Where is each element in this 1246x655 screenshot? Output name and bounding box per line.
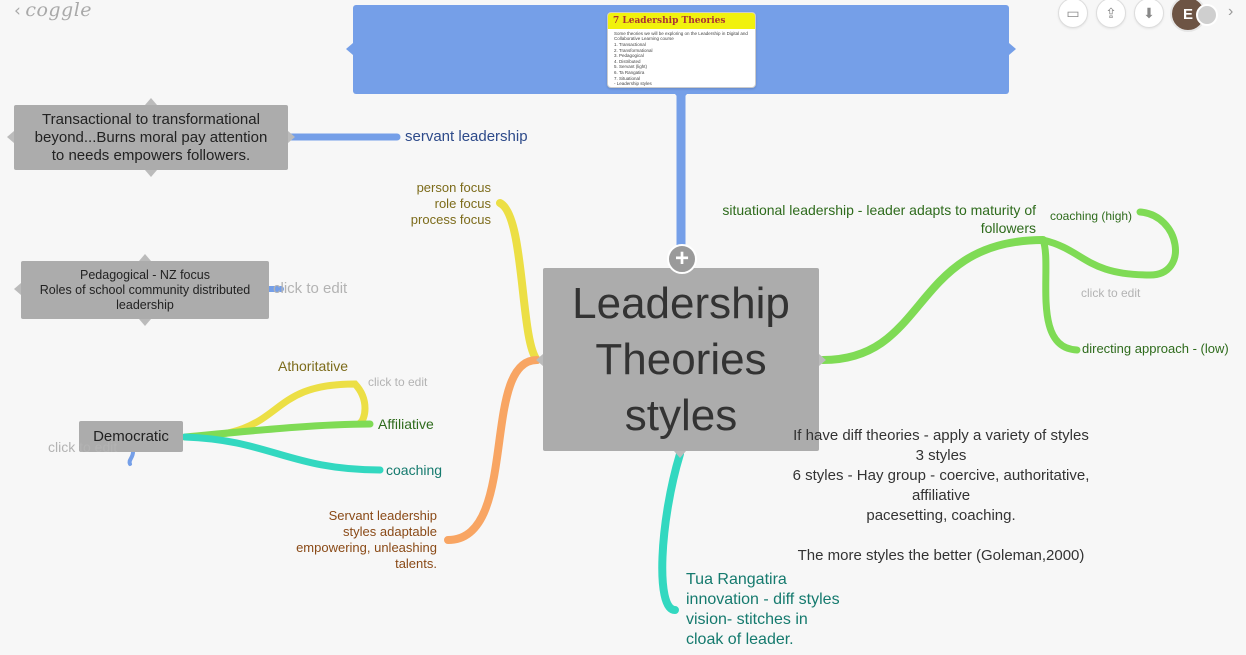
click-to-edit-pedagogical[interactable]: click to edit: [273, 280, 348, 297]
logo-text: coggle: [25, 0, 93, 21]
node-line: vision- stitches in: [686, 611, 808, 628]
image-thumbnail[interactable]: 7 Leadership Theories Some theories we w…: [607, 12, 756, 88]
central-line: styles: [624, 390, 738, 440]
node-line: pacesetting, coaching.: [866, 507, 1016, 524]
node-line: followers: [980, 220, 1036, 236]
thumbnail-item: 4. Distributed: [614, 58, 641, 64]
back-chevron-icon[interactable]: ‹: [14, 1, 22, 21]
collapse-left-icon[interactable]: [536, 354, 543, 366]
node-line: beyond...Burns moral pay attention: [34, 128, 268, 146]
presentation-icon[interactable]: ▭: [1058, 0, 1088, 28]
node-line: styles adaptable: [343, 524, 437, 539]
avatar-initial: E: [1182, 5, 1193, 23]
collapse-right-icon[interactable]: [1009, 43, 1016, 55]
node-directing[interactable]: directing approach - (low): [1082, 341, 1229, 356]
branch-focus[interactable]: [496, 199, 541, 364]
node-pedagogical[interactable]: Pedagogical - NZ focus Roles of school c…: [21, 261, 269, 319]
node-line: leadership: [116, 297, 174, 312]
branch-servant-styles[interactable]: [444, 356, 541, 544]
node-democratic-label: Democratic: [93, 428, 169, 445]
branch-coaching[interactable]: [181, 433, 384, 474]
central-line: Leadership: [572, 278, 790, 328]
thumbnail-item: 5. Servant (light): [614, 64, 648, 70]
node-coaching[interactable]: coaching: [386, 462, 443, 478]
node-line: 3 styles: [915, 447, 967, 464]
click-to-edit-situational[interactable]: click to edit: [1081, 286, 1141, 300]
node-tua-rangatira[interactable]: Tua Rangatira innovation - diff styles v…: [686, 570, 840, 650]
node-servant-styles[interactable]: Servant leadership styles adaptable empo…: [270, 508, 437, 572]
node-transactional[interactable]: Transactional to transformational beyond…: [14, 105, 288, 170]
node-athoritative[interactable]: Athoritative: [278, 358, 349, 374]
node-line: empowering, unleashing: [296, 540, 437, 555]
coggle-logo[interactable]: ‹coggle: [14, 0, 92, 21]
thumbnail-item: 7. Situational: [614, 75, 641, 81]
collapse-left-icon[interactable]: [7, 131, 14, 143]
node-line: cloak of leader.: [686, 631, 794, 648]
add-branch-icon[interactable]: +: [667, 244, 697, 274]
thumbnail-item: 2. Transformational: [614, 47, 653, 53]
node-line: If have diff theories - apply a variety …: [793, 427, 1089, 444]
branch-directing[interactable]: [1039, 236, 1081, 354]
node-line: Roles of school community distributed: [39, 282, 251, 297]
collapse-left-icon[interactable]: [346, 43, 353, 55]
node-line: situational leadership - leader adapts t…: [722, 202, 1036, 218]
node-line: innovation - diff styles: [686, 591, 840, 608]
node-line: talents.: [395, 556, 437, 571]
avatar-toggle[interactable]: [1196, 4, 1218, 26]
thumbnail-title: 7 Leadership Theories: [608, 13, 755, 29]
branch-affiliative[interactable]: [181, 420, 374, 441]
click-to-edit-athoritative[interactable]: click to edit: [368, 375, 428, 389]
collapse-right-icon[interactable]: [819, 354, 826, 366]
node-line: Tua Rangatira: [686, 571, 787, 588]
thumbnail-intro: Some theories we will be exploring on th…: [614, 31, 748, 41]
spacer: [762, 526, 1120, 546]
thumbnail-item: 6. Ta Rangatira: [614, 69, 645, 75]
node-servant-leadership[interactable]: servant leadership: [405, 128, 528, 145]
thumbnail-item: - Leadership styles: [614, 81, 652, 87]
node-line: The more styles the better (Goleman,2000…: [797, 547, 1085, 564]
node-affiliative[interactable]: Affiliative: [378, 416, 434, 432]
collapse-down-icon[interactable]: [145, 170, 157, 177]
collapse-down-icon[interactable]: [139, 319, 151, 326]
node-line: to needs empowers followers.: [51, 146, 251, 164]
branch-democratic-down[interactable]: [127, 450, 135, 466]
branch-situational[interactable]: [819, 236, 1047, 364]
node-line: role focus: [434, 196, 491, 211]
collapse-up-icon[interactable]: [145, 98, 157, 105]
node-line: person focus: [416, 180, 491, 195]
node-democratic[interactable]: Democratic: [79, 421, 183, 452]
thumbnail-list: 1. Transactional 2. Transformational 3. …: [608, 41, 755, 87]
collapse-up-icon[interactable]: [139, 254, 151, 261]
collapse-down-icon[interactable]: [674, 451, 686, 458]
central-node[interactable]: Leadership Theories styles: [543, 268, 819, 451]
collapse-right-icon[interactable]: [288, 131, 295, 143]
node-theories-note[interactable]: If have diff theories - apply a variety …: [762, 426, 1120, 566]
thumbnail-item: 3. Pedagogical: [614, 53, 644, 59]
node-coaching-high[interactable]: coaching (high): [1050, 209, 1133, 223]
download-icon[interactable]: ⬇: [1134, 0, 1164, 28]
collapse-left-icon[interactable]: [14, 283, 21, 295]
node-line: Transactional to transformational: [42, 110, 260, 128]
thumbnail-item: 1. Transactional: [614, 42, 646, 47]
node-line: 6 styles - Hay group - coercive, authori…: [792, 467, 1090, 484]
chevron-right-icon[interactable]: ›: [1228, 3, 1234, 20]
node-line: process focus: [410, 212, 491, 227]
central-line: Theories: [595, 334, 767, 384]
node-line: affiliative: [911, 487, 971, 504]
node-line: Pedagogical - NZ focus: [80, 267, 210, 282]
upload-icon[interactable]: ⇪: [1096, 0, 1126, 28]
branch-tua[interactable]: [658, 450, 684, 614]
branch-coaching-high[interactable]: [1039, 208, 1179, 279]
node-line: Servant leadership: [328, 508, 437, 523]
collapse-down-icon[interactable]: [675, 94, 687, 101]
click-to-edit-democratic[interactable]: click to edit: [48, 439, 118, 455]
node-focus[interactable]: person focus role focus process focus: [380, 180, 491, 228]
node-situational[interactable]: situational leadership - leader adapts t…: [680, 201, 1036, 237]
